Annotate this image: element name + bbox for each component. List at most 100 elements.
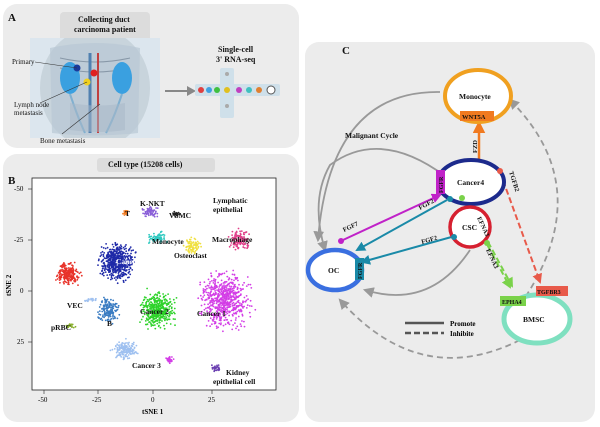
tsne-point [111,265,114,268]
tsne-point [206,312,209,314]
tsne-point [211,323,213,326]
tsne-point [241,314,244,317]
tsne-point [249,299,252,302]
tsne-point [224,310,226,313]
tsne-point [133,261,136,264]
tsne-point [156,322,159,325]
tsne-point [226,312,229,315]
tsne-point [219,294,221,296]
tsne-point [141,301,144,304]
tsne-point [173,307,176,310]
tsne-point [158,297,161,300]
label-epha4: EPHA4 [502,300,522,306]
tsne-point [146,309,149,312]
tsne-point [154,300,157,303]
tsne-points [55,206,257,373]
seq-line1: Single-cell [218,45,254,54]
tsne-point [111,253,114,256]
tsne-point [237,279,239,282]
tsne-point [248,311,251,314]
tsne-point [217,292,220,295]
tsne-point [147,328,149,330]
tsne-point [160,310,163,313]
tsne-point [209,291,212,294]
tsne-point [127,249,130,252]
tsne-point [125,269,128,271]
tsne-point [236,296,239,299]
tsne-point [116,243,119,246]
tsne-point [222,315,225,317]
tsne-point [246,276,249,278]
tsne-point [248,305,251,307]
label-fgf2-b: FGF2 [421,235,439,246]
tsne-point [167,293,170,295]
tsne-point [240,325,243,328]
tsne-point [219,303,221,305]
tsne-point [210,285,213,288]
tsne-point [111,260,114,263]
tsne-point [147,300,150,303]
tsne-point [156,313,159,316]
tsne-point [112,256,115,259]
tsne-point [117,266,120,269]
tsne-point [208,282,211,285]
tsne-point [212,298,214,300]
tsne-point [207,291,210,294]
tsne-point [131,256,133,258]
tsne-point [203,308,206,311]
tsne-point [205,291,208,294]
malignant-cycle-label: Malignant Cycle [345,131,399,140]
tsne-point [214,278,217,281]
tsne-point [155,303,158,306]
tsne-point [217,294,219,297]
tsne-point [152,313,154,315]
tsne-point [129,246,132,249]
tsne-point [118,276,121,279]
tsne-point [234,319,237,321]
tsne-point [207,320,210,322]
tsne-point [158,302,160,305]
tsne-point [124,245,126,248]
tsne-point [225,287,228,289]
tsne-point [215,325,218,328]
tsne-point [115,276,117,278]
tsne-point [222,293,225,296]
tsne-point [142,304,145,307]
tsne-point [217,289,220,292]
tsne-point [219,291,222,294]
tsne-point [217,308,220,311]
tsne-point [113,254,115,257]
panel-a-title-line2: carcinoma patient [74,25,136,34]
tsne-point [245,285,248,287]
tsne-point [222,330,224,333]
tsne-point [113,250,116,253]
tsne-point [220,317,222,320]
tsne-point [169,323,172,325]
tsne-point [231,305,234,307]
tsne-point [213,315,216,317]
panel-a-title [60,12,150,42]
node-monocyte-label: Monocyte [459,92,491,101]
arc-bmsc-to-oc [338,298,521,359]
tsne-point [207,297,210,300]
arrow-to-seq [165,86,196,96]
tsne-point [201,310,203,313]
tsne-point [150,325,153,327]
tsne-point [114,243,117,246]
tsne-point [232,299,235,301]
tsne-point [226,275,229,278]
tsne-point [232,324,235,326]
tsne-point [116,252,119,255]
tsne-point [215,284,217,287]
tsne-point [218,286,221,288]
tsne-point [230,319,233,322]
tsne-point [123,258,126,261]
tsne-point [237,299,240,302]
tsne-point [199,283,202,286]
tsne-point [213,316,216,319]
tsne-point [114,260,117,263]
tsne-point [150,315,153,317]
tsne-point [211,314,214,316]
tsne-point [103,269,106,272]
